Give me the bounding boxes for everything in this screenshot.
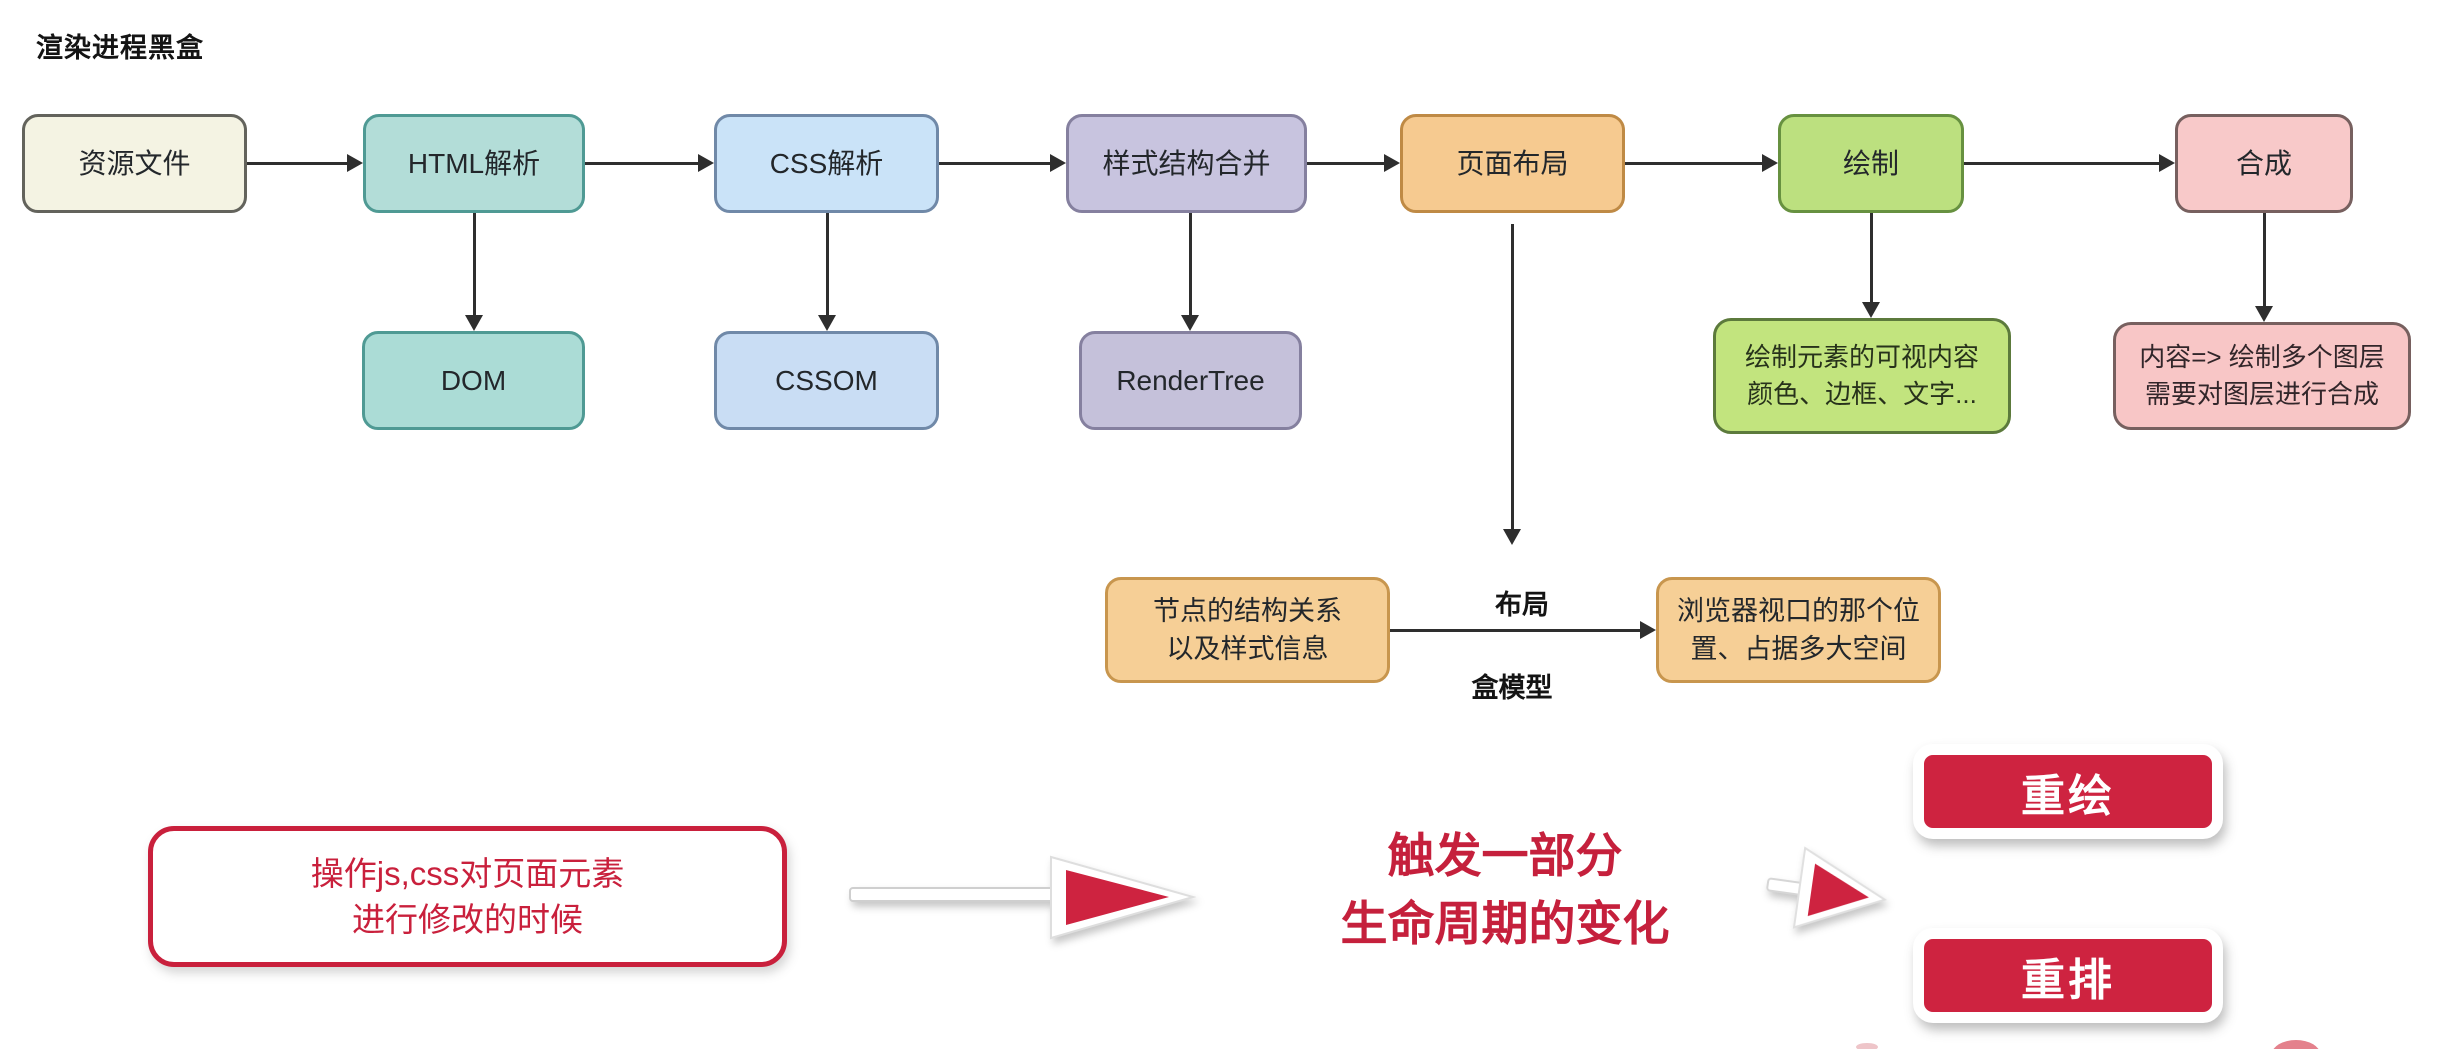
arrow-shaft [1964, 161, 2159, 165]
clipped-pink-circle [2272, 1040, 2320, 1049]
arrow-head [1762, 154, 1778, 172]
arrow-head [1384, 154, 1400, 172]
node-layout-input: 节点的结构关系 以及样式信息 [1105, 577, 1390, 683]
reflow-label: 重排 [2021, 955, 2115, 1005]
arrow-down-icon [1181, 213, 1199, 331]
node-composite: 合成 [2175, 114, 2353, 213]
arrow-shaft [939, 161, 1050, 165]
node-label: HTML解析 [407, 147, 541, 179]
arrow-right-icon [585, 154, 714, 172]
big-red-arrow-icon [849, 855, 1197, 940]
arrow-shaft [825, 213, 829, 315]
arrow-shaft [585, 161, 698, 165]
arrow-down-icon [818, 213, 836, 331]
node-paint: 绘制 [1778, 114, 1964, 213]
arrow-shaft [1510, 224, 1514, 529]
arrow-shaft [1307, 161, 1384, 165]
note-line: 颜色、边框、文字... [1747, 379, 1977, 409]
node-label: DOM [440, 364, 507, 396]
node-label: 样式结构合并 [1102, 147, 1271, 179]
arrow-right-icon [1625, 154, 1778, 172]
cause-line: 进行修改的时候 [352, 900, 583, 938]
effect-line: 生命周期的变化 [1340, 897, 1670, 950]
reflow-button: 重排 [1913, 928, 2223, 1023]
arrow-right-icon [1390, 621, 1656, 639]
small-red-arrow-icon [1766, 846, 1888, 929]
node-rendertree: RenderTree [1079, 331, 1302, 430]
arrow-head [1050, 154, 1066, 172]
node-label: CSS解析 [769, 147, 884, 179]
node-page-layout: 页面布局 [1400, 114, 1625, 213]
node-label: 合成 [2235, 147, 2292, 179]
note-line: 内容=> 绘制多个图层 [2139, 342, 2385, 372]
arrow-head [2159, 154, 2175, 172]
arrow-shaft [472, 213, 476, 315]
cause-line: 操作js,css对页面元素 [310, 854, 625, 892]
effect-line: 触发一部分 [1387, 829, 1623, 882]
cause-box: 操作js,css对页面元素 进行修改的时候 [148, 826, 787, 967]
node-label: CSSOM [775, 364, 878, 396]
effect-text: 触发一部分 生命周期的变化 [1341, 822, 1670, 958]
node-html-parse: HTML解析 [363, 114, 585, 213]
node-layout-output: 浏览器视口的那个位 置、占据多大空间 [1656, 577, 1941, 683]
arrow-right-icon [247, 154, 363, 172]
node-style-merge: 样式结构合并 [1066, 114, 1307, 213]
node-resource-file: 资源文件 [22, 114, 247, 213]
node-line: 浏览器视口的那个位 [1677, 596, 1920, 626]
layout-arrow-label-bottom: 盒模型 [1471, 673, 1553, 703]
node-label: 资源文件 [78, 147, 191, 179]
arrow-down-icon [2255, 213, 2273, 322]
node-label: 绘制 [1842, 147, 1899, 179]
repaint-label: 重绘 [2021, 771, 2115, 821]
arrow-down-icon [1503, 224, 1521, 545]
diagram-title: 渲染进程黑盒 [36, 33, 204, 63]
clipped-pink-dot [1856, 1043, 1878, 1049]
node-line: 节点的结构关系 [1153, 596, 1342, 626]
arrow-shaft [1390, 628, 1640, 632]
arrow-head [347, 154, 363, 172]
arrow-right-icon [1307, 154, 1400, 172]
arrow-down-icon [465, 213, 483, 331]
node-composite-note: 内容=> 绘制多个图层 需要对图层进行合成 [2113, 322, 2411, 430]
arrow-shaft [1869, 213, 1873, 302]
arrow-head [1181, 315, 1199, 331]
arrow-shaft [1625, 161, 1762, 165]
repaint-button: 重绘 [1913, 744, 2223, 839]
node-paint-note: 绘制元素的可视内容 颜色、边框、文字... [1713, 318, 2011, 434]
arrow-right-icon [939, 154, 1066, 172]
layout-arrow-label-top: 布局 [1495, 590, 1549, 620]
arrow-head [1503, 529, 1521, 545]
node-css-parse: CSS解析 [714, 114, 939, 213]
arrow-head [1640, 621, 1656, 639]
arrow-head [1862, 302, 1880, 318]
arrow-down-icon [1862, 213, 1880, 318]
note-line: 需要对图层进行合成 [2144, 379, 2379, 409]
arrow-head [818, 315, 836, 331]
arrow-head [698, 154, 714, 172]
node-line: 置、占据多大空间 [1690, 634, 1907, 664]
arrow-right-icon [1964, 154, 2175, 172]
arrow-shaft [2262, 213, 2266, 306]
arrow-shaft [1188, 213, 1192, 315]
note-line: 绘制元素的可视内容 [1744, 342, 1979, 372]
arrow-head [2255, 306, 2273, 322]
arrow-shaft [247, 161, 347, 165]
node-line: 以及样式信息 [1166, 634, 1329, 664]
node-label: 页面布局 [1456, 147, 1569, 179]
node-cssom: CSSOM [714, 331, 939, 430]
node-label: RenderTree [1116, 364, 1265, 396]
arrow-head [465, 315, 483, 331]
node-dom: DOM [362, 331, 585, 430]
